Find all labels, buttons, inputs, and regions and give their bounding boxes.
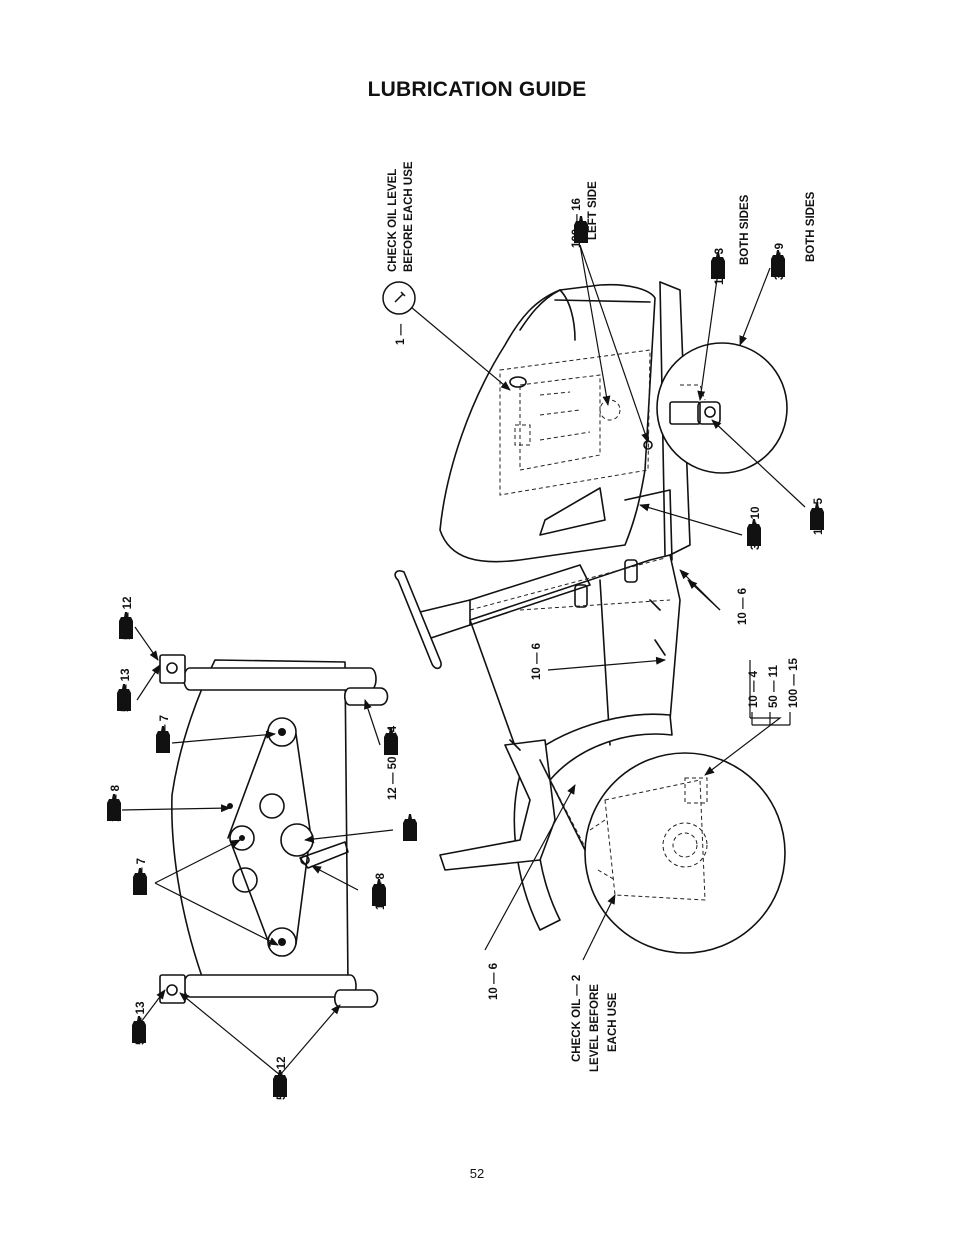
- deck-callout-12-top: 50 — 12: [122, 597, 134, 640]
- page-title: LUBRICATION GUIDE: [367, 78, 587, 101]
- deck-callout-13-bottom: 50 — 13: [135, 1002, 147, 1045]
- callout-2-line-3: EACH USE: [607, 992, 619, 1052]
- deck-callout-8-top: 10 — 8: [110, 784, 122, 822]
- deck-callout-7-bottom: 10 — 7: [136, 858, 148, 895]
- tractor-illustration: [394, 281, 788, 954]
- deck-belt: [227, 729, 311, 947]
- deck-front-bar: [183, 667, 377, 691]
- callout-6-label-a: 10 — 6: [737, 588, 749, 625]
- callout-1-line-1: CHECK OIL LEVEL: [387, 169, 399, 272]
- deck-callout-7-top: 10 — 7: [159, 715, 171, 752]
- tractor-hood: [439, 283, 656, 563]
- callout-9-note: BOTH SIDES: [805, 191, 817, 262]
- steering-wheel: [394, 570, 442, 670]
- gauge-wheel-front: [343, 687, 389, 706]
- page-number: 52: [469, 1166, 485, 1181]
- callout-4-label: 10 — 4: [748, 670, 760, 708]
- oil-can-icon: [403, 814, 417, 841]
- rear-wheel: [584, 752, 786, 954]
- front-axle-detail: [656, 342, 788, 474]
- oil-can-symbols: [107, 216, 824, 1097]
- callout-2-line-1: CHECK OIL — 2: [571, 975, 583, 1062]
- callout-16-label: 100 — 16: [571, 198, 583, 248]
- transaxle-hidden-lines: [589, 777, 708, 901]
- deck-callout-8-bottom: 10 — 8: [375, 872, 387, 910]
- callout-2-line-2: LEVEL BEFORE: [589, 984, 601, 1072]
- deck-callout-12-14: 12 — 50 — 14: [387, 725, 399, 800]
- callout-16-note: LEFT SIDE: [587, 181, 599, 240]
- callout-11-label: 50 — 11: [768, 665, 780, 708]
- gauge-wheel-rear: [333, 989, 379, 1008]
- callout-6-label-b: 10 — 6: [531, 643, 543, 680]
- callout-labels: 1 — CHECK OIL LEVEL BEFORE EACH USE 100 …: [110, 161, 825, 1100]
- callout-3-note: BOTH SIDES: [739, 194, 751, 265]
- callout-9-label: 30 — 9: [774, 243, 786, 280]
- oil-fill-icon: [382, 281, 416, 315]
- seat: [439, 739, 556, 871]
- callout-10-label: 30 — 10: [750, 507, 762, 550]
- callout-1-line-2: BEFORE EACH USE: [403, 161, 415, 272]
- callout-15-label: 100 — 15: [788, 658, 800, 708]
- deck-callout-12-bottom: 50 — 12: [276, 1057, 288, 1100]
- deck-callout-13-top: 50 — 13: [120, 669, 132, 712]
- pulley-b: [259, 793, 285, 819]
- mower-deck: [159, 654, 389, 1008]
- callout-5-label: 10 — 5: [813, 497, 825, 535]
- callout-6-label-c: 10 — 6: [488, 963, 500, 1000]
- deck-rear-bar: [183, 974, 357, 998]
- callout-3-label: 10 — 3: [714, 248, 726, 285]
- callout-1-number: 1 —: [395, 323, 407, 345]
